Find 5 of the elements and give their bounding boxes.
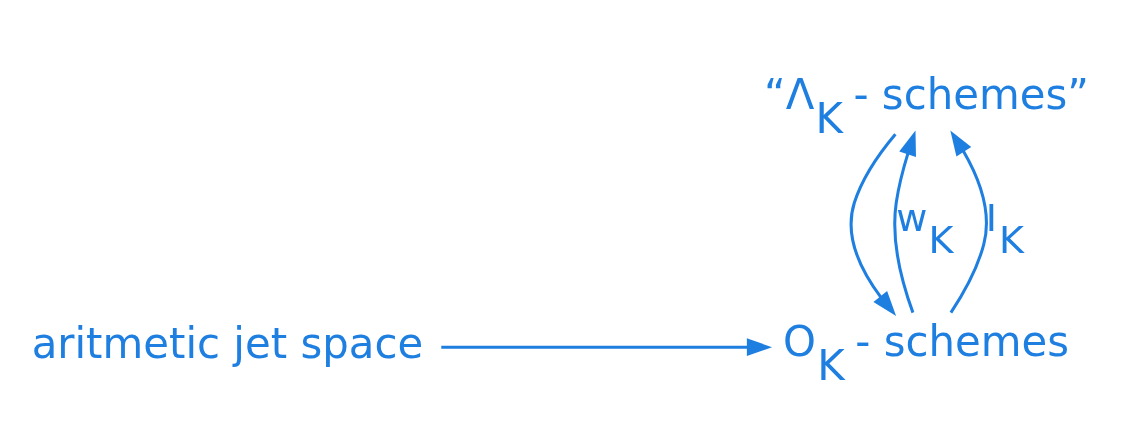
arrow xyxy=(949,130,988,313)
arrow xyxy=(441,337,772,356)
arrow xyxy=(893,129,916,313)
arrow xyxy=(849,132,897,316)
node-text: aritmetic jet space xyxy=(31,318,424,368)
